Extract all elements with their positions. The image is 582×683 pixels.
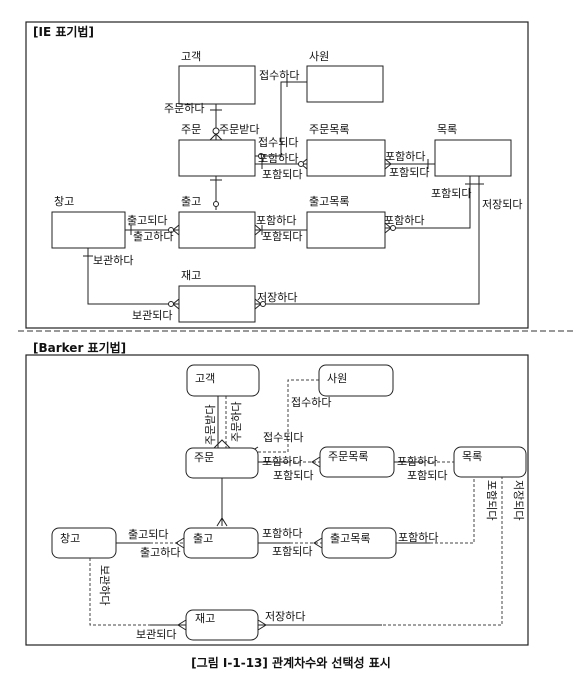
ie-entity-label: 출고목록 [309, 195, 349, 208]
barker-entity-shipment: 출고 [183, 527, 259, 559]
ie-rel-label: 포함되다 [262, 230, 302, 243]
ie-line-employee-order [255, 81, 307, 157]
barker-entity-label: 출고목록 [330, 532, 370, 545]
ie-cardinality-marks [83, 77, 484, 310]
ie-entity-employee: 사원 [306, 50, 384, 103]
barker-rel-label: 포함하다 [262, 454, 302, 468]
barker-rel-label: 포함되다 [273, 469, 313, 482]
ie-entity-customer: 고객 [178, 50, 256, 105]
barker-entity-order-item: 주문목록 [319, 446, 395, 478]
ie-entity-label: 주문목록 [309, 123, 349, 136]
ie-rel-label: 주문받다 [219, 123, 259, 136]
barker-entity-label: 주문목록 [328, 450, 368, 463]
barker-rel-label: 보관되다 [136, 628, 176, 641]
barker-title: [Barker 표기법] [33, 340, 126, 355]
ie-rel-label: 포함하다 [384, 213, 424, 227]
barker-entity-label: 고객 [195, 372, 215, 385]
barker-rel-label-vertical: 주문받다 [204, 405, 217, 445]
figure-caption: [그림 Ⅰ-1-13] 관계차수와 선택성 표시 [191, 655, 391, 670]
barker-relationship-labels: 주문받다 주문하다 접수하다 접수되다 포함하다 포함되다 포함하다 포함되다 … [98, 395, 525, 641]
ie-line-catalog-stock [255, 176, 480, 305]
ie-entity-label: 출고 [181, 195, 201, 208]
barker-entity-label: 재고 [195, 612, 215, 625]
ie-rel-label: 접수하다 [259, 68, 299, 82]
barker-rel-label: 출고되다 [128, 528, 168, 541]
barker-frame [25, 354, 529, 646]
barker-entity-label: 주문 [194, 451, 214, 464]
barker-entity-warehouse: 창고 [51, 527, 117, 559]
ie-panel: [IE 표기법] [25, 21, 529, 329]
ie-rel-label: 포함하다 [385, 149, 425, 163]
barker-rel-label-vertical: 저장되다 [512, 480, 525, 520]
ie-frame [25, 21, 529, 329]
ie-entity-stock: 재고 [178, 269, 256, 323]
barker-entity-shipment-item: 출고목록 [321, 527, 397, 559]
ie-entity-label: 고객 [181, 50, 201, 63]
ie-rel-label: 보관되다 [132, 309, 172, 322]
barker-line-catalog-stock-dash [382, 476, 503, 626]
ie-rel-label: 출고하다 [133, 229, 173, 243]
ie-rel-label: 접수되다 [258, 136, 298, 149]
barker-rel-label: 포함하다 [262, 526, 302, 540]
barker-rel-label: 포함하다 [398, 530, 438, 544]
barker-rel-label: 포함되다 [407, 469, 447, 482]
barker-panel: [Barker 표기법] [25, 340, 529, 646]
ie-rel-label: 포함되다 [262, 168, 302, 181]
ie-line-warehouse-stock [87, 248, 179, 305]
ie-entity-label: 목록 [437, 123, 457, 136]
ie-rel-label: 주문하다 [164, 101, 204, 115]
ie-rel-label: 포함되다 [431, 187, 471, 200]
ie-rel-label: 포함하다 [256, 213, 296, 227]
barker-entity-employee: 사원 [318, 364, 394, 397]
ie-entity-catalog: 목록 [434, 123, 512, 177]
barker-rel-label-vertical: 포함되다 [485, 480, 498, 520]
barker-rel-label: 포함하다 [397, 454, 437, 468]
ie-rel-label: 저장하다 [257, 290, 297, 304]
barker-entity-label: 사원 [327, 372, 347, 385]
barker-entity-customer: 고객 [186, 364, 260, 397]
barker-crows-feet [175, 439, 323, 631]
ie-rel-label: 저장되다 [482, 198, 522, 211]
ie-entity-label: 창고 [54, 195, 74, 208]
ie-relationship-labels: 주문하다 주문받다 접수하다 접수되다 포함하다 포함되다 포함하다 포함되다 … [93, 68, 522, 322]
barker-line-employee-order [258, 379, 319, 453]
ie-rel-label: 포함하다 [258, 151, 298, 165]
ie-rel-label: 포함되다 [389, 166, 429, 179]
ie-entity-label: 재고 [181, 269, 201, 282]
barker-rel-label-vertical: 주문하다 [229, 402, 243, 442]
ie-entity-order-item: 주문목록 [306, 123, 386, 177]
barker-entity-label: 창고 [60, 532, 80, 545]
barker-line-warehouse-stock-dash [89, 558, 150, 626]
ie-title: [IE 표기법] [33, 24, 94, 39]
barker-entity-label: 목록 [462, 450, 482, 463]
barker-entity-label: 출고 [193, 532, 213, 545]
barker-entity-stock: 재고 [185, 609, 259, 641]
ie-entity-label: 사원 [309, 50, 329, 63]
ie-entity-shipment: 출고 [178, 195, 256, 249]
ie-rel-label: 출고되다 [127, 214, 167, 227]
barker-rel-label: 저장하다 [265, 609, 305, 623]
ie-entity-shipment-item: 출고목록 [306, 195, 386, 249]
barker-rel-label: 포함되다 [272, 545, 312, 558]
ie-rel-label: 보관하다 [93, 253, 133, 267]
barker-rel-label: 접수하다 [291, 395, 331, 409]
barker-rel-label: 출고하다 [140, 545, 180, 559]
ie-entity-order: 주문 [178, 123, 256, 177]
ie-entity-label: 주문 [181, 123, 201, 136]
barker-rel-label: 접수되다 [263, 431, 303, 444]
barker-entity-order: 주문 [185, 447, 259, 479]
barker-entity-catalog: 목록 [453, 446, 527, 478]
ie-entity-warehouse: 창고 [51, 195, 126, 249]
ie-line-shipmentitem-catalog [385, 176, 471, 229]
barker-rel-label-vertical: 보관하다 [98, 565, 112, 605]
